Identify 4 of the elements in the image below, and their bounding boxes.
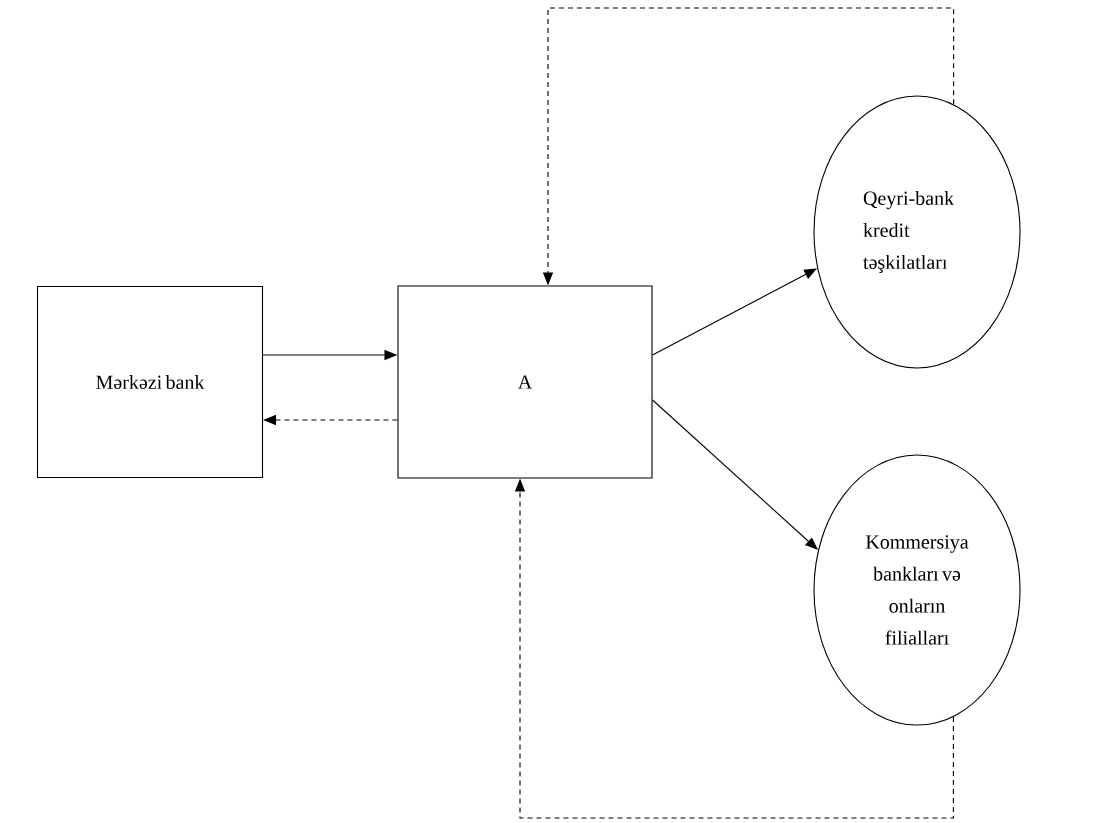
process-box: A bbox=[397, 285, 653, 479]
process-box: Mərkəzi bank bbox=[36, 285, 264, 479]
ellipse-node: Qeyri-bank kredit təşkilatları bbox=[813, 95, 1021, 369]
ellipse-node: Kommersiya bankları və onların filialları bbox=[813, 454, 1021, 726]
